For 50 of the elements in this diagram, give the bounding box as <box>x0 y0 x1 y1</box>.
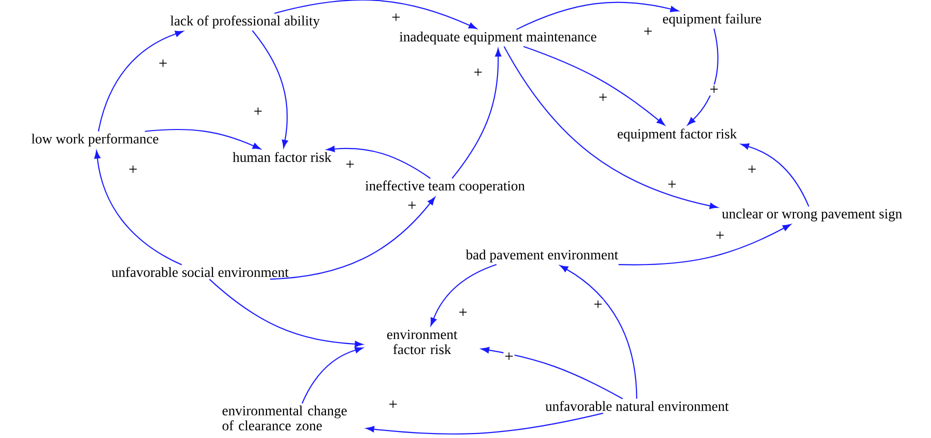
edge-label: + <box>458 307 469 318</box>
edge-label: + <box>598 92 609 104</box>
variable-label: unclear or wrong pavement sign <box>722 208 902 222</box>
variable-label: equipment factor risk <box>618 128 737 142</box>
arrow <box>270 196 436 280</box>
arrow <box>274 0 477 29</box>
arrow <box>98 30 184 132</box>
edge-label: + <box>128 164 139 176</box>
edge-label: + <box>344 159 356 170</box>
arrow <box>452 48 502 179</box>
arrow <box>523 46 665 126</box>
edge-label: + <box>592 299 604 310</box>
variable-label: unfavorable natural environment <box>545 400 729 411</box>
variable-label: unfavorable social environment <box>112 266 289 277</box>
variable-label: lack of professional ability <box>170 16 320 28</box>
edge-label: + <box>158 58 169 70</box>
arrow <box>504 46 718 210</box>
arrow <box>302 347 364 404</box>
variable-label: ineffective team cooperation <box>365 180 525 194</box>
arrow <box>687 28 718 126</box>
edge-label: + <box>472 67 484 78</box>
arrow <box>252 30 288 148</box>
edge-label: + <box>504 351 515 362</box>
edge-label: + <box>252 106 264 118</box>
arrow <box>430 264 497 326</box>
arrow <box>516 2 678 30</box>
edge-label: + <box>708 84 720 96</box>
edge-label: + <box>388 399 399 410</box>
edge-label: + <box>746 164 758 176</box>
arrow <box>144 128 261 150</box>
edge-label: + <box>666 179 678 190</box>
arrow <box>618 224 791 266</box>
variable-label: equipment failure <box>663 14 762 26</box>
variable-label: environmental change of clearance zone <box>222 406 347 430</box>
variable-label: low work performance <box>32 134 158 146</box>
variable-label: environment factor risk <box>387 330 458 354</box>
edge-label: + <box>406 200 418 212</box>
edge-label: + <box>714 230 726 242</box>
arrow <box>560 265 638 399</box>
arrow <box>209 278 363 348</box>
arrow <box>326 146 431 179</box>
variable-label: human factor risk <box>232 152 332 162</box>
edge-label: + <box>642 26 654 38</box>
arrow <box>481 347 623 400</box>
variable-label: inadequate equipment maintenance <box>400 32 596 44</box>
edge-label: + <box>390 12 402 24</box>
arrow <box>740 143 810 207</box>
arrow <box>94 150 182 266</box>
arrow <box>366 412 604 435</box>
variable-label: bad pavement environment <box>466 250 618 262</box>
